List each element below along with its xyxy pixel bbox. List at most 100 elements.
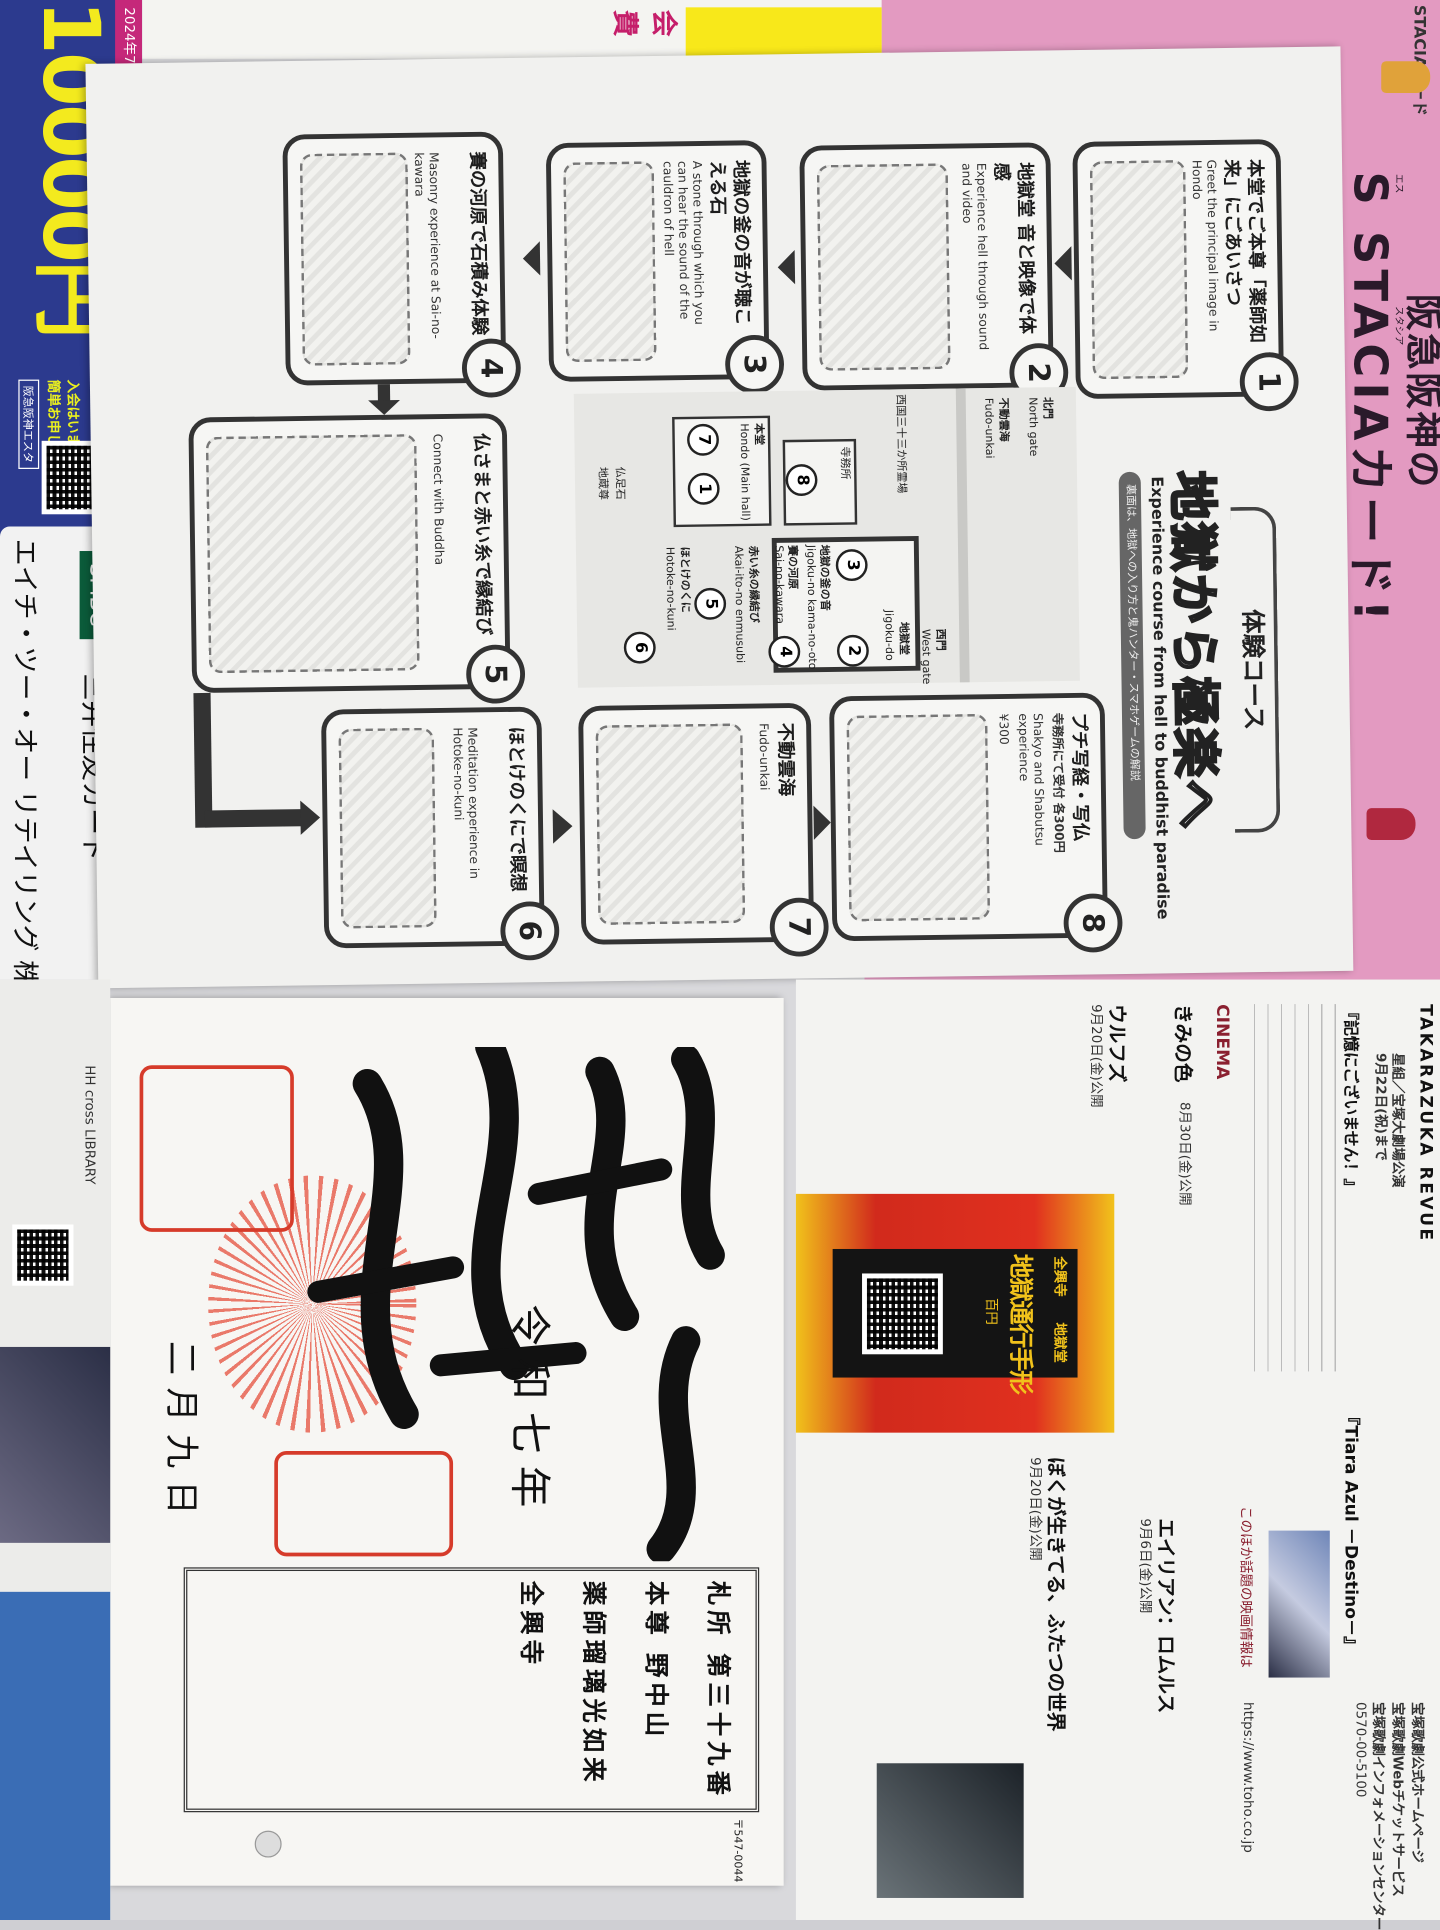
map-marker-5: 5 xyxy=(694,587,727,620)
date-day: 二月九日 xyxy=(161,1340,203,1527)
step-title: プチ写経・写仏 xyxy=(1068,712,1092,842)
takarazuka-header: TAKARAZUKA REVUE xyxy=(1415,1004,1436,1243)
map-hondo-en: Hondo (Main hall) xyxy=(737,423,751,521)
arrow-bend-icon xyxy=(204,809,304,828)
temple-map: 北門 North gate 不動雲海 Fudo-unkai 西門 West ga… xyxy=(573,386,1080,688)
hell-hall-illustration xyxy=(816,163,951,371)
step-caption: Masonry experience at Sai-no-kawara xyxy=(411,152,442,340)
info-center-label: 宝塚歌劇インフォメーションセンター xyxy=(1370,1702,1387,1930)
step-price: ¥300 xyxy=(995,713,1010,745)
experience-course-sheet: 体験コース 地獄から極楽へ Experience course from hel… xyxy=(85,46,1354,989)
more-info-label: このほか話題の映画情報は xyxy=(1237,1506,1254,1668)
step-caption: A stone through which you can hear the s… xyxy=(659,160,706,325)
cinema-label: CINEMA xyxy=(1212,1004,1232,1080)
ticket-center: 全興寺 地獄堂 地獄通行手形 百円 xyxy=(832,1248,1078,1393)
web-ticket-label: 宝塚歌劇Webチケットサービス xyxy=(1389,1702,1406,1897)
show-title-1: 『記憶にございません！』 xyxy=(1340,1004,1360,1195)
course-title: 地獄から極楽へ xyxy=(1161,469,1225,832)
map-west-gate: 西門 xyxy=(933,628,946,651)
show-until: 9月22日(祝)まで xyxy=(1372,1053,1389,1161)
article-text-block xyxy=(1253,1004,1340,1372)
yellow-flyer-strip: 会費 xyxy=(134,0,882,59)
arrow-right-icon xyxy=(368,399,401,416)
step-caption: Shakyo and Shabutsu experience xyxy=(1015,713,1046,846)
toho-url-link[interactable]: https://www.toho.co.jp xyxy=(1240,1702,1257,1853)
arrow-up-icon xyxy=(552,809,573,844)
course-badge: 体験コース xyxy=(1230,506,1281,833)
phone-number: 0570-00-5100 xyxy=(1353,1702,1369,1798)
map-north-gate-en: North gate xyxy=(1025,397,1039,457)
fee-label: 会費 xyxy=(608,9,679,37)
ticket-price: 百円 xyxy=(983,1297,1000,1325)
movie-still-photo xyxy=(876,1763,1024,1898)
hell-pass-ticket: 全興寺 地獄堂 地獄通行手形 百円 xyxy=(795,1193,1115,1433)
map-akai-en: Akai-ito-no enmusubi xyxy=(731,545,746,664)
temple-square-seal xyxy=(139,1065,294,1232)
movie-date: 9月20日(金)公開 xyxy=(1088,1004,1105,1108)
ticket-temple: 全興寺 xyxy=(1051,1256,1068,1297)
ticket-qr-code xyxy=(862,1273,943,1355)
step-caption: Greet the principal image in Hondo xyxy=(1188,159,1220,332)
search-box: 阪急阪神エスタ xyxy=(18,379,40,469)
map-sai-en: Sai-no-kawara xyxy=(771,545,786,625)
temple-postal-code: 〒547-0044 xyxy=(731,1818,744,1883)
arrow-up-icon xyxy=(300,800,321,835)
step-5-card: 5 仏さまと赤い糸で縁結び Connect with Buddha xyxy=(188,413,526,704)
yellow-banner xyxy=(685,7,882,57)
step-number: 7 xyxy=(769,897,829,957)
map-fudo-en: Fudo-unkai xyxy=(981,397,995,459)
flyer-photo xyxy=(0,1346,111,1543)
movie-title: きみの色 xyxy=(1171,1004,1196,1083)
performers-photo xyxy=(1268,1530,1330,1678)
movie-title: ぼくが生きてる、ふたつの世界 xyxy=(1044,1457,1068,1732)
goshuin-stamp-sheet: 令和七年 二月九日 札所 第三十九番 本尊 野中山 薬師瑠璃光如来 全興寺 〒5… xyxy=(110,997,784,1886)
walking-person-icon xyxy=(1381,61,1431,94)
map-north-gate: 北門 xyxy=(1040,396,1053,420)
step-subnote: 寺務所にて受付 各300円 xyxy=(1049,712,1066,853)
step-title: 地獄の釜の音が聴こえる石 xyxy=(706,159,755,326)
stone-illustration xyxy=(563,161,657,363)
course-title-block: 体験コース 地獄から極楽へ Experience course from hel… xyxy=(1101,457,1290,920)
map-akai-label: 赤い糸の縁結び xyxy=(746,545,760,623)
step-number: 5 xyxy=(465,644,526,704)
step-4-card: 4 賽の河原で石積み体験 Masonry experience at Sai-n… xyxy=(282,131,522,398)
blue-flyer xyxy=(0,1591,111,1921)
map-fudo-label: 不動雲海 xyxy=(996,397,1010,442)
step-2-card: 2 地獄堂 音と映像で体感 Experience hell through so… xyxy=(799,142,1069,403)
map-kama-label: 地獄の釜の音 xyxy=(817,544,831,611)
map-hotoke-en: Hotoke-no-kuni xyxy=(662,546,677,631)
map-jigokudo-en: Jigoku-do xyxy=(881,609,895,661)
map-kama-en: Jigoku-no kama-no-oto xyxy=(803,544,818,670)
movie-date: 8月30日(金)公開 xyxy=(1176,1102,1193,1206)
arrow-down-icon xyxy=(777,249,796,285)
date-year: 令和七年 xyxy=(504,1304,554,1520)
step-1-card: 1 本堂でご本尊「薬師如来」にごあいさつ Greet the principal… xyxy=(1072,139,1299,412)
movie-date: 9月20日(金)公開 xyxy=(1027,1457,1044,1561)
step-title: 地獄堂 音と映像で体感 xyxy=(990,162,1039,335)
step-title: 不動雲海 xyxy=(774,722,798,797)
stone-stacking-illustration xyxy=(299,152,411,366)
map-jizo-label: 地蔵尊 xyxy=(595,466,609,501)
step-number: 3 xyxy=(724,334,785,395)
binder-hole xyxy=(254,1830,282,1858)
step-title: 本堂でご本尊「薬師如来」にごあいさつ xyxy=(1221,158,1269,343)
temple-info-line: 札所 第三十九番 xyxy=(704,1580,734,1800)
arrow-down-icon xyxy=(522,241,541,276)
walking-person-icon xyxy=(1366,808,1416,841)
official-site-label: 宝塚歌劇公式ホームページ xyxy=(1409,1702,1426,1864)
map-sai-label: 賽の河原 xyxy=(785,545,799,590)
map-marker-6: 6 xyxy=(623,631,656,664)
map-saigoku-label: 西国三十三か所霊場 xyxy=(893,394,908,494)
step-3-card: 3 地獄の釜の音が聴こえる石 A stone through which you… xyxy=(545,140,785,395)
temple-info-line: 本尊 野中山 xyxy=(641,1580,672,1742)
ticket-title: 地獄通行手形 xyxy=(1006,1253,1036,1394)
temple-info-line: 薬師瑠璃光如来 xyxy=(579,1580,609,1787)
takarazuka-revue-page: TAKARAZUKA REVUE 星組／宝塚大劇場公演 9月22日(祝)まで 『… xyxy=(795,979,1440,1930)
step-title: 賽の河原で石積み体験 xyxy=(466,151,491,336)
arrow-down-icon xyxy=(1054,246,1072,281)
stacia-title-main: S STACIAカード! xyxy=(1343,171,1398,626)
sutra-sheet-illustration xyxy=(846,713,991,922)
temple-red-stamp xyxy=(274,1451,454,1557)
step-caption: Experience hell through sound and video xyxy=(958,162,990,351)
